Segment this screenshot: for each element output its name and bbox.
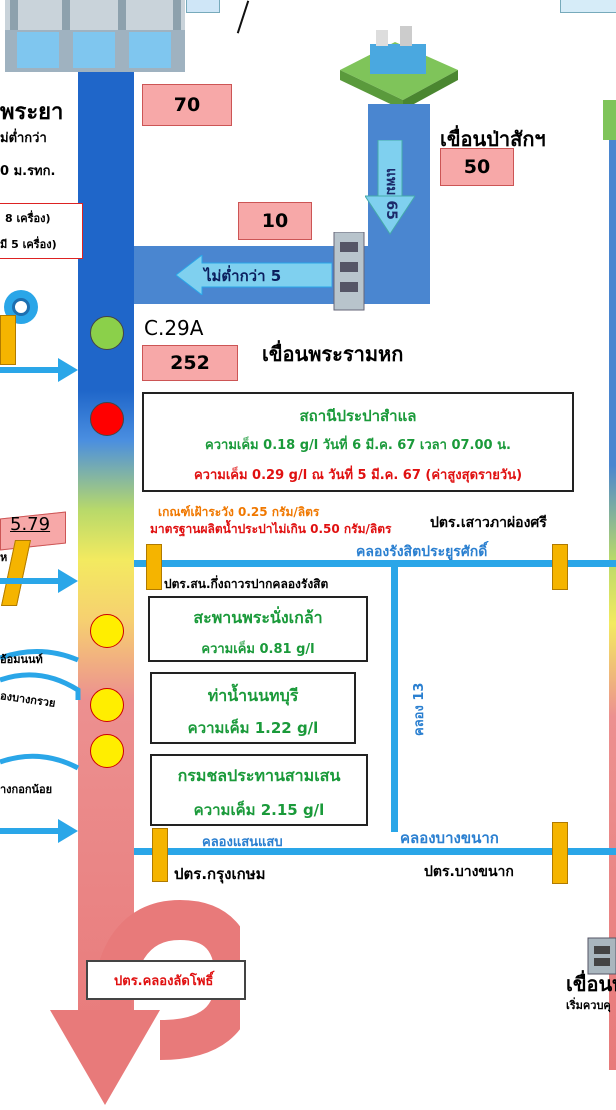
ptr-rangsit-label: ปตร.สน.กึ่งถาวรปากคลองรังสิต	[164, 577, 329, 591]
pasak-dam-icon	[340, 26, 458, 110]
nangklao-station-card: สะพานพระนั่งเกล้า ความเค็ม 0.81 g/l	[148, 596, 368, 662]
right-edge-green	[603, 100, 616, 140]
krungkasem-gate	[152, 828, 168, 882]
samlae-red-dot	[90, 402, 124, 436]
nonthaburi-yellow-dot	[90, 688, 124, 722]
samsen-value: ความเค็ม 2.15 g/l	[193, 801, 325, 819]
main-dam-icon	[5, 0, 185, 72]
left-partial-line2: 0 ม.รทก.	[0, 164, 56, 179]
not-less-arrow	[176, 255, 332, 295]
nonthaburi-title: ท่าน้ำนนทบุรี	[207, 686, 299, 705]
rangsit-canal	[134, 560, 616, 567]
nangklao-title: สะพานพระนั่งเกล้า	[193, 608, 323, 627]
c29a-flow-value: 252	[142, 345, 238, 381]
saensaep-label: คลองแสนแสบ	[202, 835, 283, 850]
samlae-line2: ความเค็ม 0.29 g/l ณ วันที่ 5 มี.ค. 67 (ค…	[193, 468, 523, 483]
bangkhanak-gate	[552, 822, 568, 884]
criteria-std: มาตรฐานผลิตน้ำประปาไม่เกิน 0.50 กรัม/ลิต…	[150, 522, 392, 536]
canal-13-label: คลอง 13	[412, 682, 427, 736]
nonthaburi-value: ความเค็ม 1.22 g/l	[187, 719, 319, 737]
latpho-box	[86, 960, 246, 1000]
right-dam-icon	[587, 937, 616, 975]
samlae-title: สถานีประปาสำแล	[299, 407, 417, 425]
pump-box	[0, 203, 83, 259]
top-slash	[236, 0, 250, 34]
ptr-bangkhanak-label: ปตร.บางขนาก	[424, 864, 514, 880]
ptr-latpho-label: ปตร.คลองลัดโพธิ์	[114, 974, 214, 989]
c29a-green-dot	[90, 316, 124, 350]
river-arrowhead	[50, 1010, 160, 1105]
left-h: ห	[0, 551, 8, 564]
right-edge-strip	[609, 140, 616, 1070]
nonthaburi-station-card: ท่าน้ำนนทบุรี ความเค็ม 1.22 g/l	[150, 672, 356, 744]
rangsit-gate	[146, 544, 162, 590]
left-value: 5.79	[10, 514, 51, 535]
pasak-dam-label: เขื่อนป่าสักฯ	[440, 127, 546, 151]
left-gate-1	[0, 315, 16, 365]
left-arrow-2	[0, 569, 78, 593]
ramhok-flow-value: 10	[238, 202, 312, 240]
samsen-yellow-dot	[90, 734, 124, 768]
bangkhanak-canal-label: คลองบางขนาก	[400, 829, 499, 847]
not-less-label: ไม่ต่ำกว่า 5	[204, 267, 282, 285]
saensaep-canal	[134, 848, 616, 855]
phaem-label: แพม 65	[383, 168, 399, 220]
left-arrow-1	[0, 358, 78, 382]
samsen-station-card: กรมชลประทานสามเสน ความเค็ม 2.15 g/l	[150, 754, 368, 826]
left-canal-curves	[0, 649, 81, 771]
top-callout	[186, 0, 220, 13]
chao-phraya-river	[78, 60, 134, 1050]
pasak-down-arrow	[365, 140, 415, 235]
left-omnon: อ้อมนนท์	[0, 653, 43, 666]
pump-line2: มี 5 เครื่อง)	[0, 238, 57, 251]
left-partial-title: พระยา	[0, 100, 64, 125]
saowapha-gate	[552, 544, 568, 590]
pump-line1: 8 เครื่อง)	[5, 212, 51, 225]
ptr-saowapha-label: ปตร.เสาวภาผ่องศรี	[430, 515, 547, 531]
nangklao-yellow-dot	[90, 614, 124, 648]
ramhok-dam-label: เขื่อนพระรามหก	[262, 342, 404, 366]
nangklao-value: ความเค็ม 0.81 g/l	[201, 642, 315, 657]
c29a-label: C.29A	[144, 316, 204, 340]
right-dam-sub: เริ่มควบคุ	[566, 999, 611, 1012]
samlae-station-card: สถานีประปาสำแล ความเค็ม 0.18 g/l วันที่ …	[142, 392, 574, 492]
criteria-warn: เกณฑ์เฝ้าระวัง 0.25 กรัม/ลิตร	[158, 505, 320, 519]
left-bangkoknoi: างกอกน้อย	[0, 783, 53, 796]
right-dam-label: เขื่อนท	[566, 972, 616, 996]
left-arrow-3	[0, 819, 78, 843]
top-right-callout	[560, 0, 616, 13]
flow-main-value: 70	[142, 84, 232, 126]
ptr-krungkasem-label: ปตร.กรุงเกษม	[174, 865, 266, 883]
pasak-flow-value: 50	[440, 148, 514, 186]
canal-13	[391, 564, 398, 832]
rangsit-canal-label: คลองรังสิตประยูรศักดิ์	[356, 544, 488, 560]
ramhok-dam-icon	[333, 232, 365, 311]
samsen-title: กรมชลประทานสามเสน	[177, 766, 341, 785]
left-partial-line1: ม่ต่ำกว่า	[0, 131, 47, 146]
samlae-line1: ความเค็ม 0.18 g/l วันที่ 6 มี.ค. 67 เวลา…	[205, 438, 511, 453]
